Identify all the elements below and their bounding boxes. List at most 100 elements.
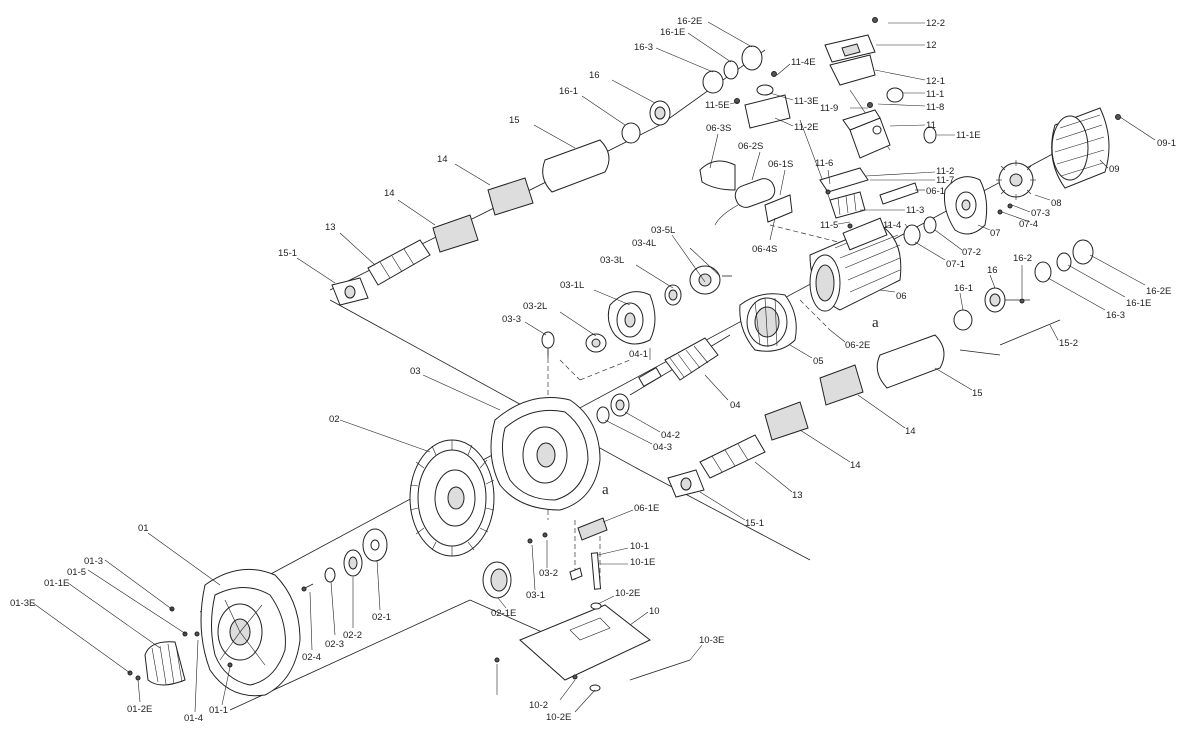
label-15-lower: 15 bbox=[972, 388, 983, 399]
label-03-5l: 03-5L bbox=[651, 225, 675, 236]
label-14-lower-b: 14 bbox=[850, 460, 861, 471]
label-11-3: 11-3 bbox=[906, 205, 924, 216]
seal-ring-part bbox=[482, 561, 512, 599]
label-16-1e-upper: 16-1E bbox=[660, 27, 685, 38]
label-04-3: 04-3 bbox=[653, 442, 672, 453]
blower-housing-part bbox=[490, 397, 601, 511]
label-11-1: 11-1 bbox=[926, 89, 944, 100]
label-16-upper: 16 bbox=[589, 70, 600, 81]
label-01-3: 01-3 bbox=[84, 556, 103, 567]
label-10: 10 bbox=[649, 606, 660, 617]
label-11-3e: 11-3E bbox=[794, 96, 819, 107]
label-16-2e-upper: 16-2E bbox=[677, 16, 702, 27]
reference-letter-a-lower: a bbox=[602, 482, 609, 498]
label-16-3-lower: 16-3 bbox=[1106, 310, 1125, 321]
label-01-3e: 01-3E bbox=[10, 598, 35, 609]
label-09: 09 bbox=[1109, 164, 1120, 175]
label-03-1l: 03-1L bbox=[560, 280, 584, 291]
label-11-1e: 11-1E bbox=[956, 130, 981, 141]
shaft-bearings bbox=[596, 393, 630, 424]
label-15-upper: 15 bbox=[509, 115, 520, 126]
flange-parts bbox=[331, 277, 705, 498]
label-01-1e: 01-1E bbox=[44, 578, 69, 589]
label-02-1e: 02-1E bbox=[491, 608, 516, 619]
label-16-3-upper: 16-3 bbox=[634, 42, 653, 53]
label-11-2: 11-2 bbox=[936, 166, 954, 177]
stator-part bbox=[739, 293, 797, 352]
label-15-2: 15-2 bbox=[1059, 338, 1078, 349]
capacitor-parts bbox=[699, 160, 793, 226]
label-03: 03 bbox=[410, 366, 421, 377]
label-11-5e: 11-5E bbox=[705, 100, 730, 111]
label-10-2e-lower: 10-2E bbox=[546, 712, 571, 723]
label-01-5: 01-5 bbox=[67, 567, 86, 578]
label-14-upper-a: 14 bbox=[437, 154, 448, 165]
label-14-upper-b: 14 bbox=[384, 188, 395, 199]
silencer-block-parts bbox=[432, 177, 864, 441]
eyebolt-part bbox=[541, 331, 555, 358]
screw-parts bbox=[127, 17, 1121, 681]
label-02: 02 bbox=[329, 414, 340, 425]
label-06-3s: 06-3S bbox=[706, 123, 731, 134]
label-01-2e: 01-2E bbox=[127, 704, 152, 715]
label-12: 12 bbox=[926, 40, 937, 51]
terminal-block-parts bbox=[577, 182, 919, 541]
label-11-6: 11-6 bbox=[815, 158, 833, 169]
label-10-1e: 10-1E bbox=[630, 557, 655, 568]
label-03-1: 03-1 bbox=[526, 590, 545, 601]
label-05: 05 bbox=[813, 356, 824, 367]
label-03-4l: 03-4L bbox=[632, 238, 656, 249]
filter-tube-parts bbox=[367, 239, 766, 479]
label-09-1: 09-1 bbox=[1157, 138, 1176, 149]
label-12-1: 12-1 bbox=[926, 76, 945, 87]
label-02-3: 02-3 bbox=[325, 639, 344, 650]
label-11-5: 11-5 bbox=[820, 220, 838, 231]
label-03-2: 03-2 bbox=[539, 568, 558, 579]
cooling-fan-part bbox=[996, 160, 1036, 200]
label-11-4e: 11-4E bbox=[791, 57, 816, 68]
label-11-8: 11-8 bbox=[926, 102, 944, 113]
connector-parts bbox=[621, 45, 1094, 346]
label-06-1e: 06-1E bbox=[634, 503, 659, 514]
label-11-2e: 11-2E bbox=[794, 122, 819, 133]
label-15-1-upper: 15-1 bbox=[278, 248, 297, 259]
front-cover-part bbox=[200, 568, 301, 697]
label-10-3e: 10-3E bbox=[699, 635, 724, 646]
label-07: 07 bbox=[990, 228, 1001, 239]
label-11: 11 bbox=[926, 120, 936, 131]
label-16-2e-lower: 16-2E bbox=[1146, 286, 1171, 297]
label-04-2: 04-2 bbox=[661, 430, 680, 441]
label-06-4s: 06-4S bbox=[752, 244, 777, 255]
axis-lines bbox=[199, 49, 1061, 711]
label-02-1: 02-1 bbox=[372, 612, 391, 623]
label-10-2: 10-2 bbox=[529, 700, 548, 711]
label-11-4: 11-4 bbox=[883, 220, 901, 231]
label-16-lower: 16 bbox=[987, 265, 998, 276]
bearing-cover-parts bbox=[585, 265, 732, 353]
label-16-1-lower: 16-1 bbox=[954, 283, 973, 294]
label-02-2: 02-2 bbox=[343, 630, 362, 641]
reference-letter-a-upper: a bbox=[872, 315, 879, 331]
motor-housing-part bbox=[809, 217, 902, 312]
label-16-1e-lower: 16-1E bbox=[1126, 298, 1151, 309]
impeller-part bbox=[409, 439, 495, 557]
label-02-4: 02-4 bbox=[302, 652, 321, 663]
label-06: 06 bbox=[896, 291, 907, 302]
label-14-lower-a: 14 bbox=[905, 426, 916, 437]
silencer-housing-parts bbox=[542, 139, 945, 389]
label-07-1: 07-1 bbox=[946, 259, 965, 270]
label-07-2: 07-2 bbox=[962, 247, 981, 258]
label-06-1: 06-1 bbox=[926, 186, 945, 197]
label-11-7: 11-7 bbox=[936, 175, 954, 186]
label-01-1: 01-1 bbox=[209, 705, 228, 716]
label-13-lower: 13 bbox=[792, 490, 803, 501]
label-03-2l: 03-2L bbox=[523, 301, 547, 312]
label-07-4: 07-4 bbox=[1019, 219, 1038, 230]
label-01: 01 bbox=[138, 523, 149, 534]
rotor-shaft-part bbox=[629, 334, 731, 396]
rear-cover-part bbox=[903, 176, 988, 246]
label-15-1-lower: 15-1 bbox=[745, 518, 764, 529]
label-01-4: 01-4 bbox=[184, 713, 203, 724]
leader-lines bbox=[32, 21, 1156, 713]
label-06-2s: 06-2S bbox=[738, 141, 763, 152]
